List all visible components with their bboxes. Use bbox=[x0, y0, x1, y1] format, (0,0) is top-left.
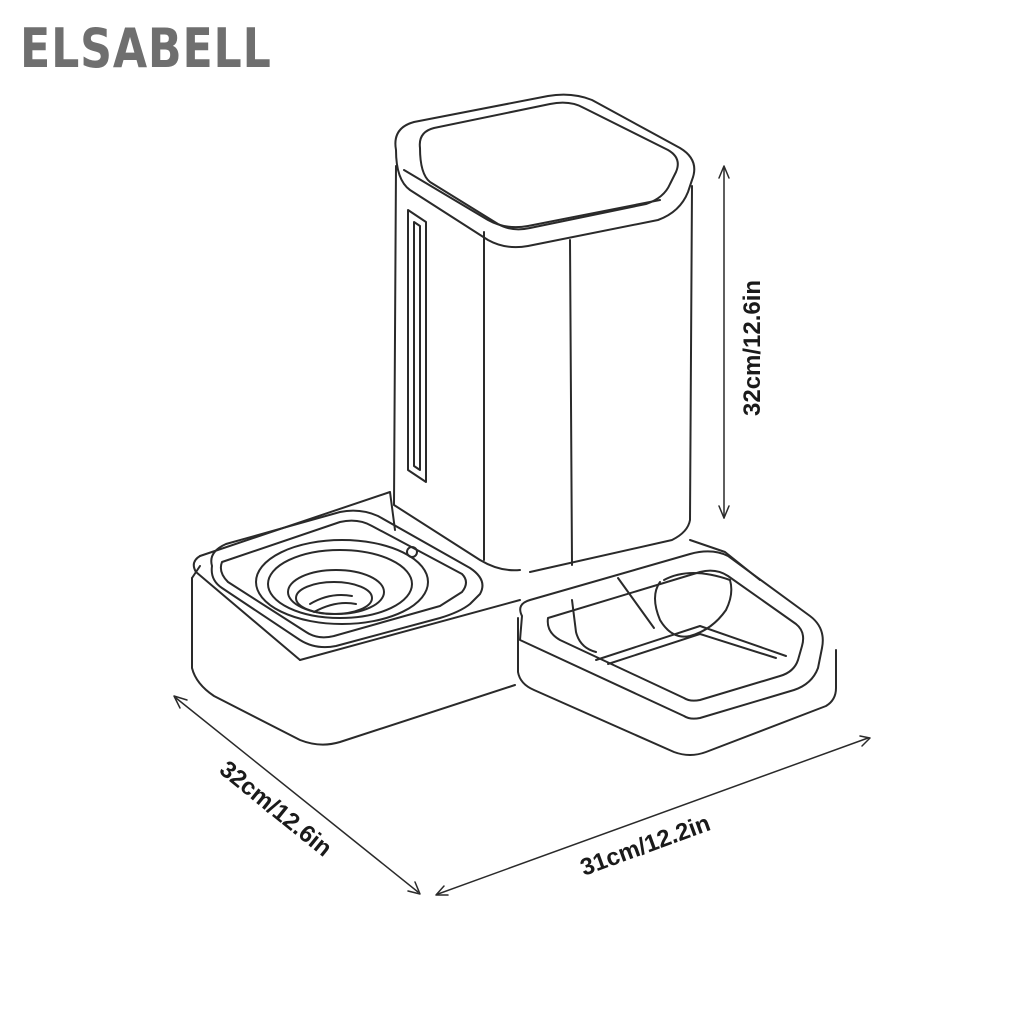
food-hopper bbox=[393, 93, 696, 573]
brand-logo-text: ELSABELL bbox=[20, 17, 272, 80]
width-arrowhead-end bbox=[859, 735, 871, 747]
depth-arrowhead-start bbox=[173, 695, 188, 709]
height-label: 32cm/12.6in bbox=[739, 280, 766, 416]
water-bowl bbox=[517, 550, 837, 756]
depth-arrowhead-end bbox=[407, 881, 421, 895]
width-label: 31cm/12.2in bbox=[577, 810, 714, 882]
depth-label: 32cm/12.6in bbox=[214, 756, 337, 863]
width-arrowhead-start bbox=[435, 885, 449, 896]
width-dimension-line bbox=[437, 737, 869, 895]
dimension-lines bbox=[173, 165, 871, 896]
depth-dimension-line bbox=[175, 697, 419, 893]
height-arrowhead-bottom bbox=[718, 505, 730, 519]
height-arrowhead-top bbox=[718, 165, 730, 179]
food-bowl bbox=[210, 509, 484, 649]
